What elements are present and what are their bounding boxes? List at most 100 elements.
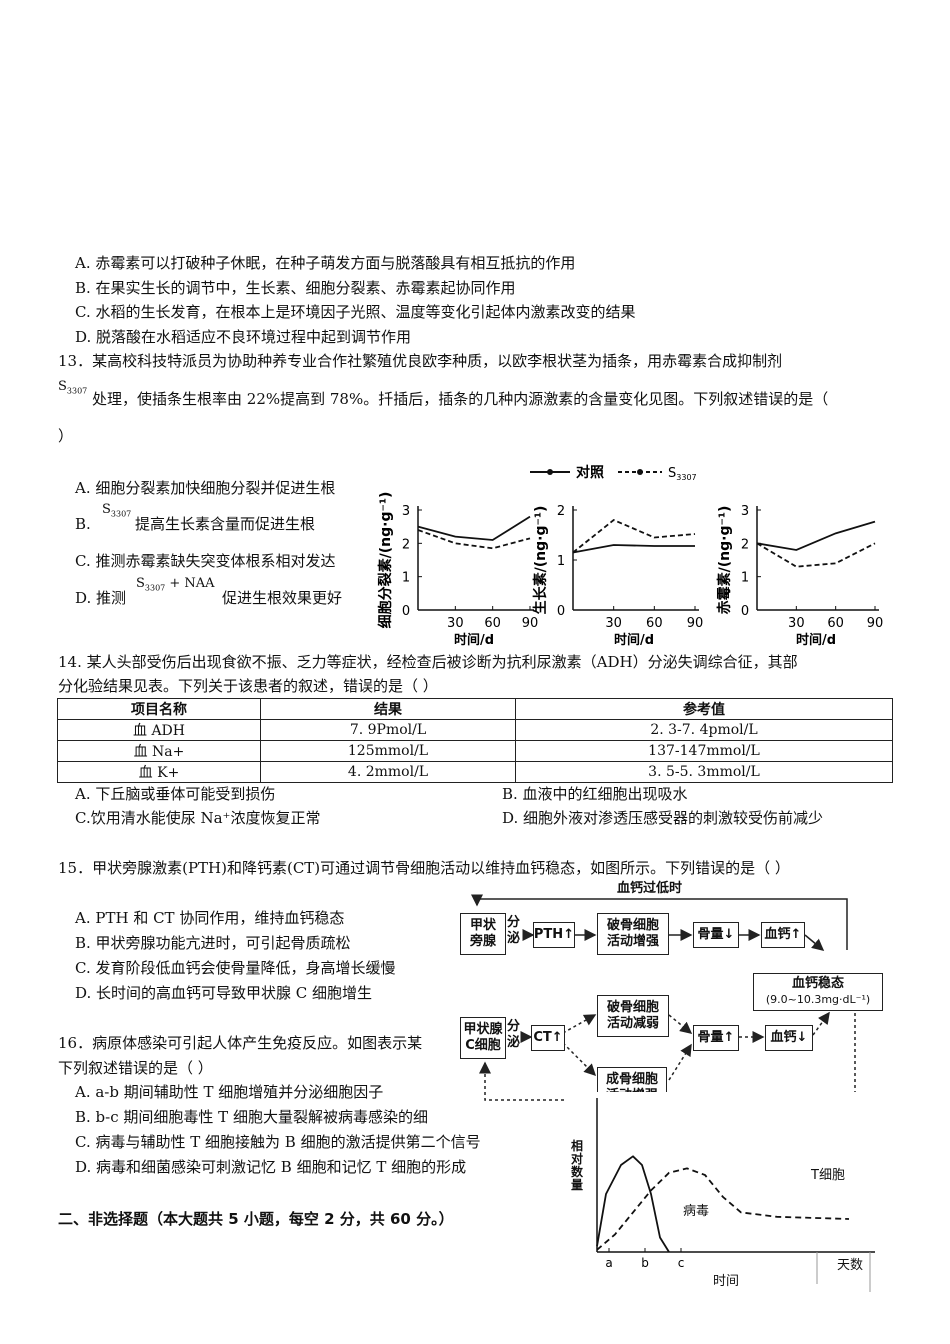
q16-option-a: A. a-b 期间辅助性 T 细胞增殖并分泌细胞因子	[75, 1083, 384, 1101]
x-tick-label: 60	[827, 616, 844, 631]
q16-option-c: C. 病毒与辅助性 T 细胞接触为 B 细胞的激活提供第二个信号	[75, 1133, 481, 1151]
q13-option-b-prefix: B.	[75, 515, 91, 533]
section-2-heading: 二、非选择题（本大题共 5 小题，每空 2 分，共 60 分。）	[58, 1210, 454, 1228]
q13-option-b-s3307: S3307	[102, 502, 132, 519]
y-tick-label: 0	[557, 604, 565, 619]
q14-lab-table: 项目名称 结果 参考值 血 ADH 7. 9Pmol/L 2. 3-7. 4pm…	[57, 698, 893, 783]
legend-control-label: 对照	[576, 464, 604, 481]
box-calcium-down: 血钙↓	[765, 1025, 813, 1051]
table-cell: 7. 9Pmol/L	[260, 719, 516, 741]
x-tick-label: 90	[522, 616, 539, 631]
q13-stem-line2: 处理，使插条生根率由 22%提高到 78%。扦插后，插条的几种内源激素的含量变化…	[92, 390, 829, 408]
box-bone-up: 骨量↑	[693, 1025, 739, 1051]
table-row: 血 K+ 4. 2mmol/L 3. 5-5. 3mmol/L	[57, 761, 893, 783]
q16-stem-line2: 下列叙述错误的是（ ）	[58, 1059, 213, 1077]
box-calcium-up: 血钙↑	[761, 922, 805, 948]
graph16-xlabel: 时间	[713, 1274, 740, 1289]
arrow-down-icon: ↓	[796, 1030, 808, 1045]
y-axis-label: 细胞分裂素/(ng·g⁻¹)	[377, 492, 394, 629]
table-row: 血 Na+ 125mmol/L 137-147mmol/L	[57, 740, 893, 762]
q14-stem-line1: 14. 某人头部受伤后出现食欲不振、乏力等症状，经检查后被诊断为抗利尿激素（AD…	[58, 653, 798, 671]
box-ct: CT↑	[531, 1025, 565, 1051]
table-cell: 血 K+	[57, 761, 261, 783]
y-tick-label: 0	[402, 604, 410, 619]
graph16-virus-label: 病毒	[683, 1204, 710, 1219]
q15-stem: 15．甲状旁腺激素(PTH)和降钙素(CT)可通过调节骨细胞活动以维持血钙稳态，…	[58, 859, 790, 877]
q14-option-c: C.饮用清水能使尿 Na⁺浓度恢复正常	[75, 809, 321, 827]
q16-stem-line1: 16．病原体感染可引起人体产生免疫反应。如图表示某	[58, 1034, 423, 1052]
q16-option-d: D. 病毒和细菌感染可刺激记忆 B 细胞和记忆 T 细胞的形成	[75, 1158, 467, 1176]
table-cell: 血 Na+	[57, 740, 261, 762]
series-line-virus	[596, 1155, 670, 1253]
table-cell: 血 ADH	[57, 719, 261, 741]
series-line-s3307	[417, 529, 531, 550]
q13-option-a: A. 细胞分裂素加快细胞分裂并促进生根	[75, 479, 336, 497]
box-osteoclast-down: 破骨细胞 活动减弱	[597, 995, 669, 1037]
q12-option-b: B. 在果实生长的调节中，生长素、细胞分裂素、赤霉素起协同作用	[75, 279, 516, 297]
label-secrete-top: 分 泌	[507, 915, 521, 946]
box-osteoclast-up: 破骨细胞 活动增强	[597, 913, 669, 955]
q13-legend: 对照 S3307	[530, 464, 697, 482]
q15-option-d: D. 长时间的高血钙可导致甲状腺 C 细胞增生	[75, 984, 373, 1002]
legend-s3307-dot	[637, 469, 643, 475]
q13-option-d-text: 促进生根效果更好	[222, 589, 343, 607]
q14-option-d: D. 细胞外液对渗透压感受器的刺激较受伤前减少	[502, 809, 824, 827]
x-axis-label: 时间/d	[454, 632, 494, 648]
q13-option-c: C. 推测赤霉素缺失突变体根系相对发达	[75, 552, 336, 570]
box-bone-down: 骨量↓	[693, 922, 739, 948]
arrow-up-icon: ↑	[563, 927, 575, 942]
q16-option-b: B. b-c 期间细胞毒性 T 细胞大量裂解被病毒感染的细	[75, 1108, 428, 1126]
q13-stem-line3: ）	[58, 427, 74, 445]
x-tick-label: a	[605, 1256, 612, 1270]
y-tick-label: 0	[741, 604, 749, 619]
y-tick-label: 2	[557, 504, 565, 519]
series-line-control	[417, 515, 531, 541]
q14-option-b: B. 血液中的红细胞出现吸水	[502, 785, 688, 803]
x-tick-label: 90	[687, 616, 704, 631]
x-tick-label: 30	[605, 616, 622, 631]
legend-control-dot	[547, 469, 553, 475]
x-tick-label: c	[678, 1256, 685, 1270]
table-header: 参考值	[515, 698, 893, 720]
arrow-up-icon: ↑	[551, 1030, 563, 1045]
series-line-s3307	[756, 542, 876, 568]
graph16-ylabel: 相 对 数 量	[571, 1139, 584, 1192]
table-row: 血 ADH 7. 9Pmol/L 2. 3-7. 4pmol/L	[57, 719, 893, 741]
y-axis-label: 赤霉素/(ng·g⁻¹)	[716, 506, 733, 615]
y-tick-label: 1	[402, 571, 410, 586]
graph16-days-label: 天数	[837, 1258, 864, 1273]
q13-stem-line1: 13．某高校科技特派员为协助种养专业合作社繁殖优良欧李种质，以欧李根状茎为插条，…	[58, 352, 783, 370]
y-tick-label: 3	[741, 504, 749, 519]
q15-option-b: B. 甲状旁腺功能亢进时，可引起骨质疏松	[75, 934, 351, 952]
x-tick-label: 60	[484, 616, 501, 631]
table-cell: 125mmol/L	[260, 740, 516, 762]
q14-stem-line2: 分化验结果见表。下列关于该患者的叙述，错误的是（ ）	[58, 677, 438, 695]
series-line-s3307	[572, 518, 696, 554]
x-axis-label: 时间/d	[796, 632, 836, 648]
table-cell: 2. 3-7. 4pmol/L	[515, 719, 893, 741]
series-line-control	[572, 544, 695, 554]
q13-option-d-prefix: D. 推测	[75, 589, 127, 607]
box-thyroid-c: 甲状腺 C细胞	[460, 1017, 506, 1059]
q15-calcium-diagram: 血钙过低时 甲状 旁腺 分 泌 PTH↑ 破骨细胞 活动增强 骨量↓ 血钙↑ 血…	[455, 875, 900, 1120]
y-tick-label: 2	[402, 537, 410, 552]
q13-option-d-formula: S3307 + NAA	[136, 576, 215, 593]
box-homeostasis: 血钙稳态(9.0~10.3mg·dL⁻¹)	[753, 973, 883, 1011]
table-cell: 3. 5-5. 3mmol/L	[515, 761, 893, 783]
y-tick-label: 1	[557, 554, 565, 569]
q14-option-a: A. 下丘脑或垂体可能受到损伤	[75, 785, 276, 803]
label-low-calcium: 血钙过低时	[617, 881, 683, 896]
x-tick-label: 30	[788, 616, 805, 631]
graph16-tcell-label: T细胞	[811, 1168, 845, 1183]
table-header: 项目名称	[57, 698, 261, 720]
q12-option-d: D. 脱落酸在水稻适应不良环境过程中起到调节作用	[75, 328, 412, 346]
y-tick-label: 3	[402, 504, 410, 519]
arrow-up-icon: ↑	[723, 1030, 735, 1045]
